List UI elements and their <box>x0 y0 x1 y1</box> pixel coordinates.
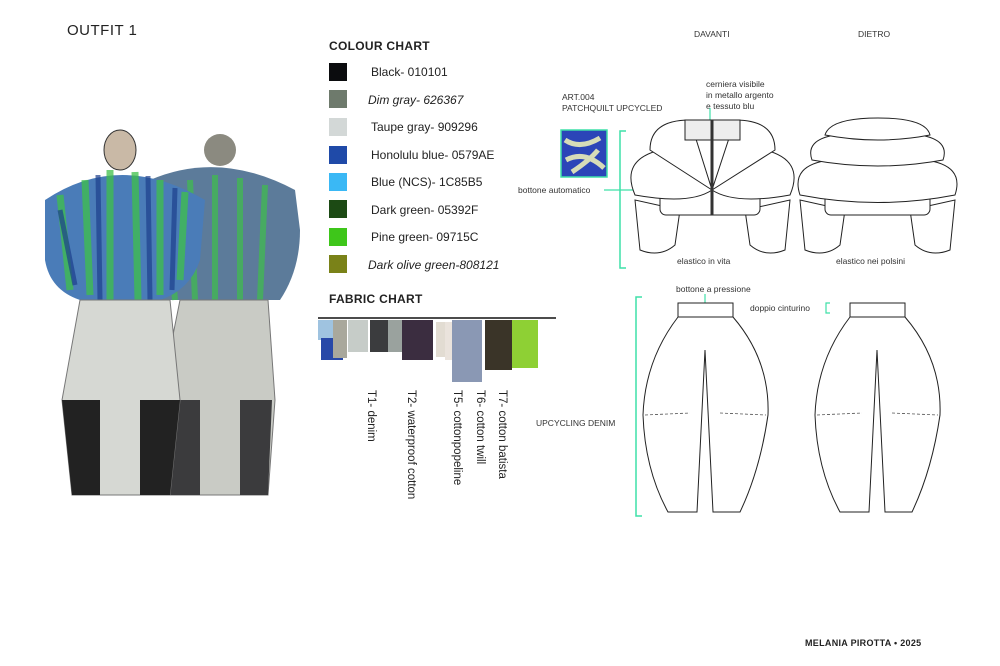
button-note: bottone automatico <box>518 185 591 195</box>
color-swatch <box>329 146 347 164</box>
color-label: Dark green- 05392F <box>371 203 479 217</box>
pants-material-note: UPCYCLING DENIM <box>536 418 616 428</box>
fabric-swatches <box>318 317 556 382</box>
fabric-label-t7: T7- cotton batista <box>496 390 508 479</box>
color-label: Taupe gray- 909296 <box>371 120 478 134</box>
front-figure <box>45 129 205 496</box>
outfit-illustration <box>45 129 300 496</box>
front-elastic-note: elastico in vita <box>677 256 731 266</box>
color-swatch <box>329 173 347 191</box>
outfit-title: OUTFIT 1 <box>67 22 138 39</box>
view-front-label: DAVANTI <box>694 29 730 39</box>
pants-button-note: bottone a pressione <box>676 284 751 294</box>
article-code: ART.004 <box>562 92 595 102</box>
zip-note-1: cerniera visibile <box>706 79 765 89</box>
view-back-label: DIETRO <box>858 29 891 39</box>
color-label: Black- 010101 <box>371 65 448 79</box>
zip-note-3: e tessuto blu <box>706 101 755 111</box>
fabric-chart-heading: FABRIC CHART <box>329 292 423 306</box>
color-swatch <box>329 118 347 136</box>
color-swatch <box>329 200 347 218</box>
footer-credit: MELANIA PIROTTA • 2025 <box>805 638 922 648</box>
color-swatch <box>329 63 347 81</box>
colour-chart-heading: COLOUR CHART <box>329 39 430 53</box>
pants-belt-note: doppio cinturino <box>750 303 811 313</box>
color-label: Dim gray- 626367 <box>368 93 464 107</box>
article-name: PATCHQUILT UPCYCLED <box>562 103 663 113</box>
color-swatch <box>329 228 347 246</box>
jacket-flats <box>560 108 958 269</box>
zip-note-2: in metallo argento <box>706 90 774 100</box>
color-label: Pine green- 09715C <box>371 230 479 244</box>
fabric-label-t6: T6- cotton twill <box>474 390 486 465</box>
back-elastic-note: elastico nei polsini <box>836 256 905 266</box>
fabric-label-t2: T2- waterproof cotton <box>405 390 417 500</box>
color-swatch <box>329 255 347 273</box>
color-label: Honolulu blue- 0579AE <box>371 148 495 162</box>
pants-flats <box>635 294 941 517</box>
color-label: Dark olive green-808121 <box>368 258 500 272</box>
color-label: Blue (NCS)- 1C85B5 <box>371 175 483 189</box>
fabric-label-t1: T1- denim <box>365 390 377 442</box>
color-swatch <box>329 90 347 108</box>
fabric-label-t5: T5- cottonpopeline <box>451 390 463 486</box>
